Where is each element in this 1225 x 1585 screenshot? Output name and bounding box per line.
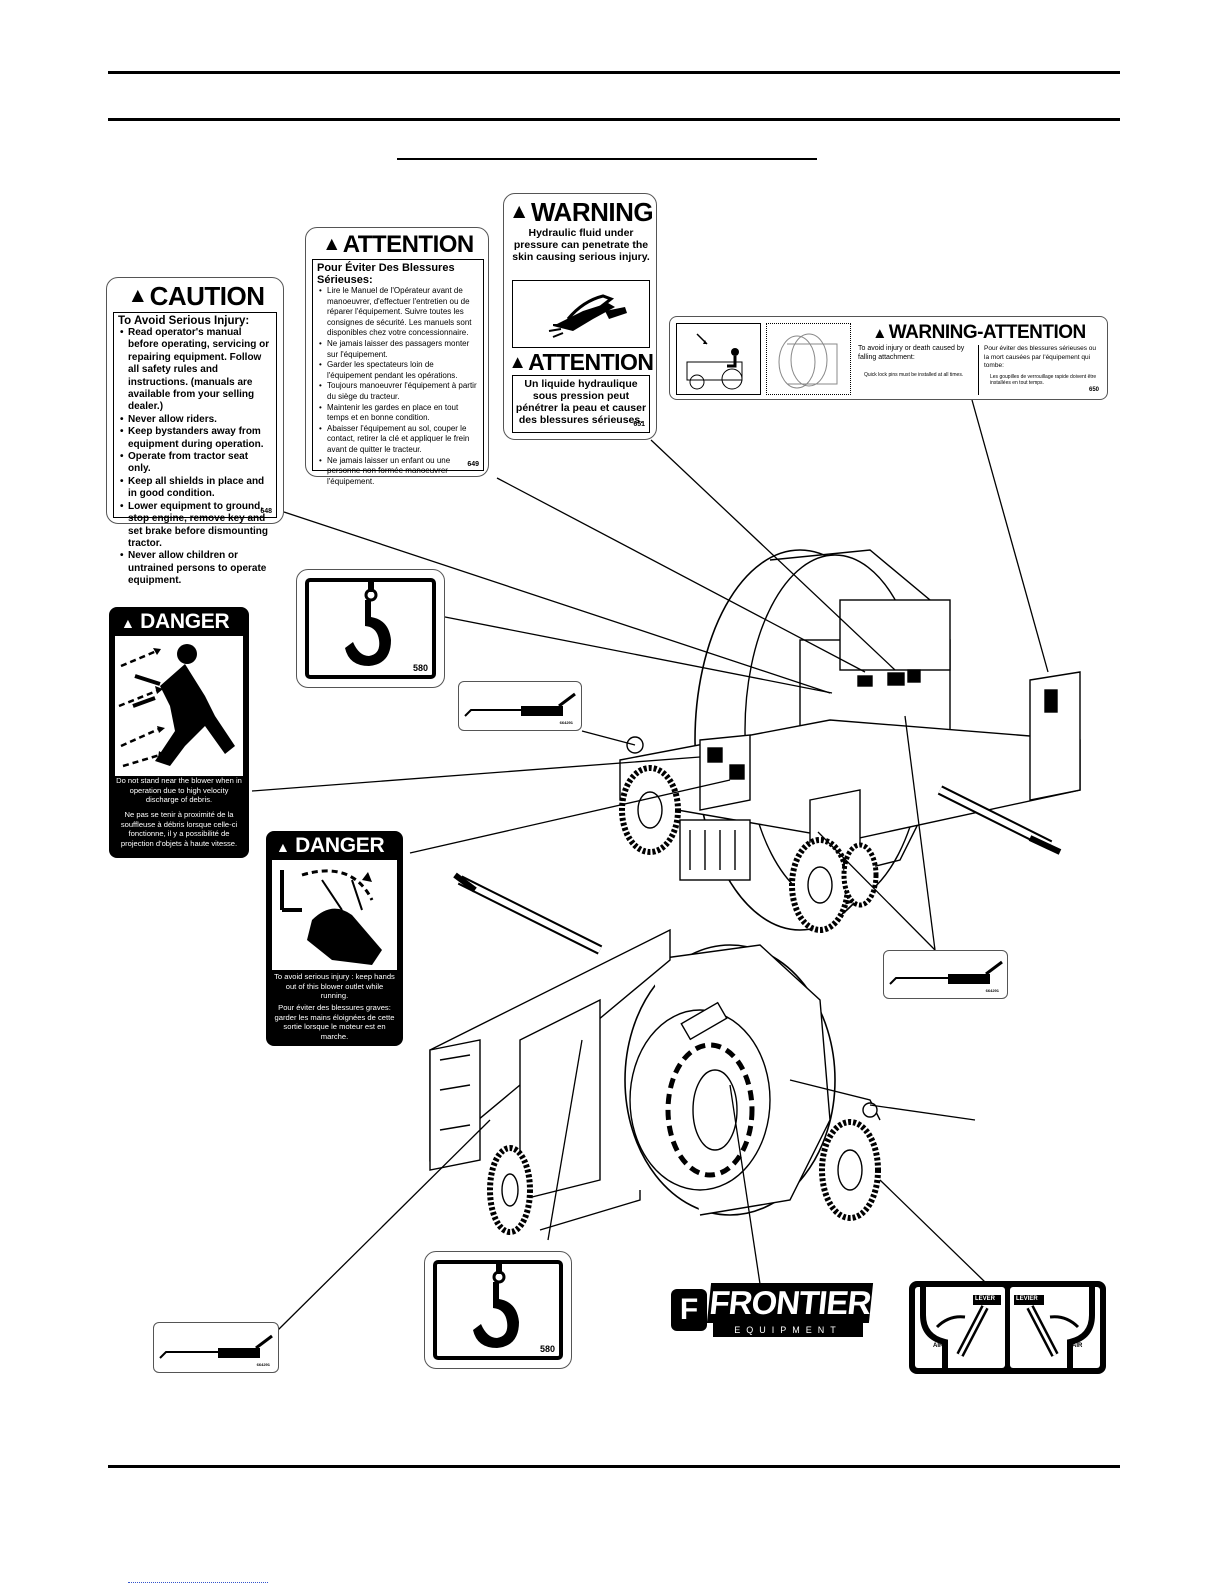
hydraulic-warning-text: Hydraulic fluid under pressure can penet… [512,227,650,263]
caution-subtitle: To Avoid Serious Injury: [118,315,250,327]
attention-header: ▲ATTENTION [322,231,474,258]
hand-in-outlet-icon [280,869,382,965]
list-item: Lower equipment to ground, stop engine, … [120,501,272,551]
decal-code: 580 [412,663,428,673]
danger-debris-decal: ▲ DANGER Do not stand near the blower wh… [109,607,249,858]
grease-gun-icon [889,960,1003,985]
list-item: Garder les spectateurs loin de l'équipem… [319,360,479,381]
en-item: Quick lock pins must be installed at all… [864,372,964,378]
hands-pictogram [272,860,397,970]
attachment-pictogram [766,323,851,395]
warning-triangle-icon: ▲ [872,324,887,342]
caution-decal: ▲CAUTION To Avoid Serious Injury: Read o… [106,277,284,586]
frontier-logo-mark: F [671,1289,707,1331]
hook-decal-lower: 580 [424,1251,572,1369]
lever-left-icon [920,1287,1001,1368]
air-label-right: AIR [1072,1343,1083,1349]
hook-decal-upper: 580 [296,569,445,688]
lever-right-icon [1014,1287,1095,1368]
list-item: Maintenir les gardes en place en tout te… [319,403,479,424]
danger-debris-text-fr: Ne pas se tenir à proximité de la souffl… [120,810,238,848]
fr-item: Les goupilles de verrouillage rapide doi… [990,373,1097,387]
decal-code: 664291 [985,988,999,993]
top-rule [108,71,1120,74]
danger-hands-decal: ▲ DANGER To avoid serious injury : keep … [266,831,403,1046]
title-underline [397,158,817,160]
hydraulic-hand-pictogram [512,280,650,348]
list-item: Toujours manoeuvrer l'équipement à parti… [319,381,479,402]
warning-attention-decal: ▲WARNING-ATTENTION To avoid injury or de… [669,316,1108,400]
attention-list: Lire le Manuel de l'Opérateur avant de m… [317,286,479,487]
grease-decal-upper: 664291 [458,681,582,731]
list-item: Ne jamais laisser un enfant ou une perso… [319,456,479,488]
danger-header: ▲ DANGER [276,834,385,857]
decal-code: 649 [467,461,479,468]
list-item: Never allow riders. [120,414,272,427]
danger-hands-text-en: To avoid serious injury : keep hands out… [274,972,395,1000]
list-item: Abaisser l'équipement au sol, couper le … [319,424,479,456]
lever-panel-right: LEVIER AIR [1010,1287,1100,1368]
list-item: Ne jamais laisser des passagers monter s… [319,339,479,360]
lifting-hook-icon [345,582,391,666]
grease-gun-icon [159,1334,273,1359]
danger-hands-text-fr: Pour éviter des blessures graves: garder… [274,1003,395,1041]
warning-triangle-icon: ▲ [508,200,530,223]
hydraulic-warning-decal: ▲WARNING Hydraulic fluid under pressure … [503,193,657,440]
decal-code: 648 [260,508,272,515]
hydraulic-warning-header: ▲WARNING [508,196,654,227]
lower-blower-drawing [429,872,881,1235]
flying-debris-icon [118,644,235,768]
tractor-icon [686,333,743,390]
warning-triangle-icon: ▲ [508,351,527,372]
attention-subtitle: Pour Éviter Des Blessures Sérieuses: [317,262,455,286]
debris-pictogram [115,636,243,776]
tractor-pictogram [676,323,761,395]
decal-code: 651 [633,421,645,428]
lever-label-left: LEVER [975,1296,996,1302]
grease-gun-icon [464,692,576,717]
lifting-hook-icon [473,1264,519,1348]
hand-injection-icon [548,294,627,338]
grease-decal-lower: 664291 [153,1322,279,1373]
lever-panel-left: LEVER AIR [915,1287,1005,1368]
decal-code: 580 [539,1344,555,1354]
footer-link-underline [128,1582,268,1584]
caution-list: Read operator's manual before operating,… [118,327,272,588]
grease-decal-right: 664291 [883,950,1008,999]
warning-triangle-icon: ▲ [127,284,148,307]
header-rule [108,118,1120,121]
frontier-logo-name: FRONTIER [706,1283,874,1323]
lever-decal: LEVER AIR LEVIER AIR [909,1281,1106,1374]
air-label-left: AIR [933,1343,944,1349]
list-item: Lire le Manuel de l'Opérateur avant de m… [319,286,479,339]
hydraulic-attention-text: Un liquide hydraulique sous pression peu… [515,378,647,426]
danger-header: ▲ DANGER [121,610,230,633]
fr-title: Pour éviter des blessures sérieuses ou l… [984,345,1097,369]
warning-attention-header: ▲WARNING-ATTENTION [872,322,1086,343]
hydraulic-attention-header: ▲ATTENTION [508,348,654,375]
danger-debris-text-en: Do not stand near the blower when in ope… [116,776,242,804]
list-item: Keep bystanders away from equipment duri… [120,426,272,451]
list-item: Read operator's manual before operating,… [120,327,272,414]
lever-label-right: LEVIER [1016,1296,1038,1302]
upper-blower-drawing [619,549,1081,933]
frontier-logo-decal: F FRONTIER EQUIPMENT [669,1283,874,1339]
decal-code: 650 [1088,387,1099,393]
leader-lines [251,399,1049,1331]
falling-attachment-icon [778,333,838,389]
caution-header: ▲CAUTION [127,280,265,311]
decal-code: 664291 [256,1362,270,1367]
warning-triangle-icon: ▲ [276,839,290,855]
frontier-logo-sub: EQUIPMENT [713,1323,863,1337]
list-item: Never allow children or untrained person… [120,550,272,587]
decal-code: 664291 [559,720,573,725]
attention-decal: ▲ATTENTION Pour Éviter Des Blessures Sér… [305,227,489,486]
list-item: Operate from tractor seat only. [120,451,272,476]
en-title: To avoid injury or death caused by falli… [858,345,965,361]
list-item: Keep all shields in place and in good co… [120,476,272,501]
bottom-rule [108,1465,1120,1468]
warning-triangle-icon: ▲ [121,615,135,631]
warning-triangle-icon: ▲ [322,234,341,255]
